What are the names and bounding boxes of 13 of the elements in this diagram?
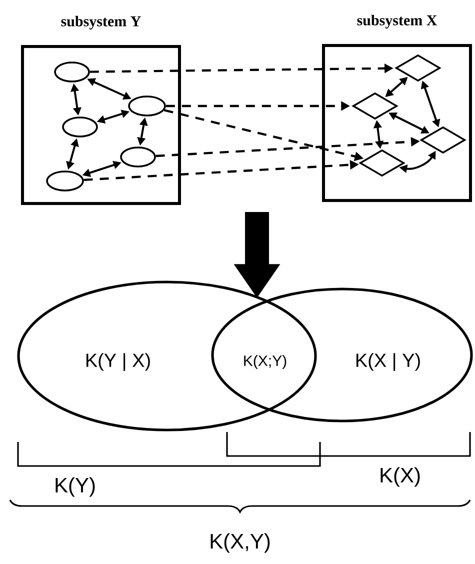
ellipse-node [120,146,156,168]
subsystem-box: subsystem X [322,14,472,202]
subsystem-box: subsystem Y [21,16,181,205]
node-label: subsystem Y [61,16,141,30]
ellipse-node [46,170,84,192]
bracket-label: K(X) [380,467,420,487]
venn-label: K(X;Y) [244,355,286,369]
node-label: subsystem X [357,14,438,28]
brace-label: K(X,Y) [210,533,270,553]
bracket-label: K(Y) [56,477,95,497]
ellipse-node [54,62,90,82]
ellipse-node [62,116,98,138]
ellipse-node [128,96,166,116]
